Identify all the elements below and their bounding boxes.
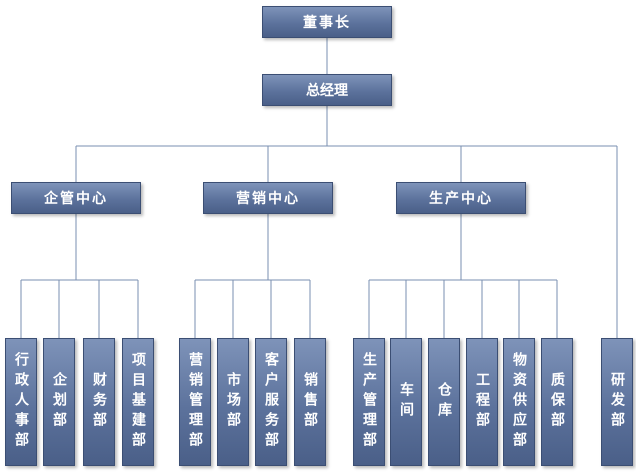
dept-production-management: 生产管理部 [353, 338, 385, 466]
dept-research-development: 研发部 [601, 338, 633, 466]
general-manager-box: 总经理 [262, 74, 392, 106]
dept-workshop: 车间 [390, 338, 422, 466]
dept-sales: 销售部 [294, 338, 326, 466]
dept-project-infrastructure: 项目基建部 [122, 338, 154, 466]
dept-marketing-management: 营销管理部 [179, 338, 211, 466]
dept-finance: 财务部 [83, 338, 115, 466]
dept-market: 市场部 [217, 338, 249, 466]
dept-engineering: 工程部 [466, 338, 498, 466]
dept-planning: 企划部 [43, 338, 75, 466]
center-enterprise-management: 企管中心 [11, 182, 141, 214]
dept-hr-admin: 行政人事部 [5, 338, 37, 466]
center-marketing: 营销中心 [203, 182, 333, 214]
chairman-box: 董事长 [262, 6, 392, 38]
dept-customer-service: 客户服务部 [255, 338, 287, 466]
center-production: 生产中心 [396, 182, 526, 214]
dept-warehouse: 仓库 [428, 338, 460, 466]
dept-materials-supply: 物资供应部 [503, 338, 535, 466]
dept-quality-assurance: 质保部 [541, 338, 573, 466]
